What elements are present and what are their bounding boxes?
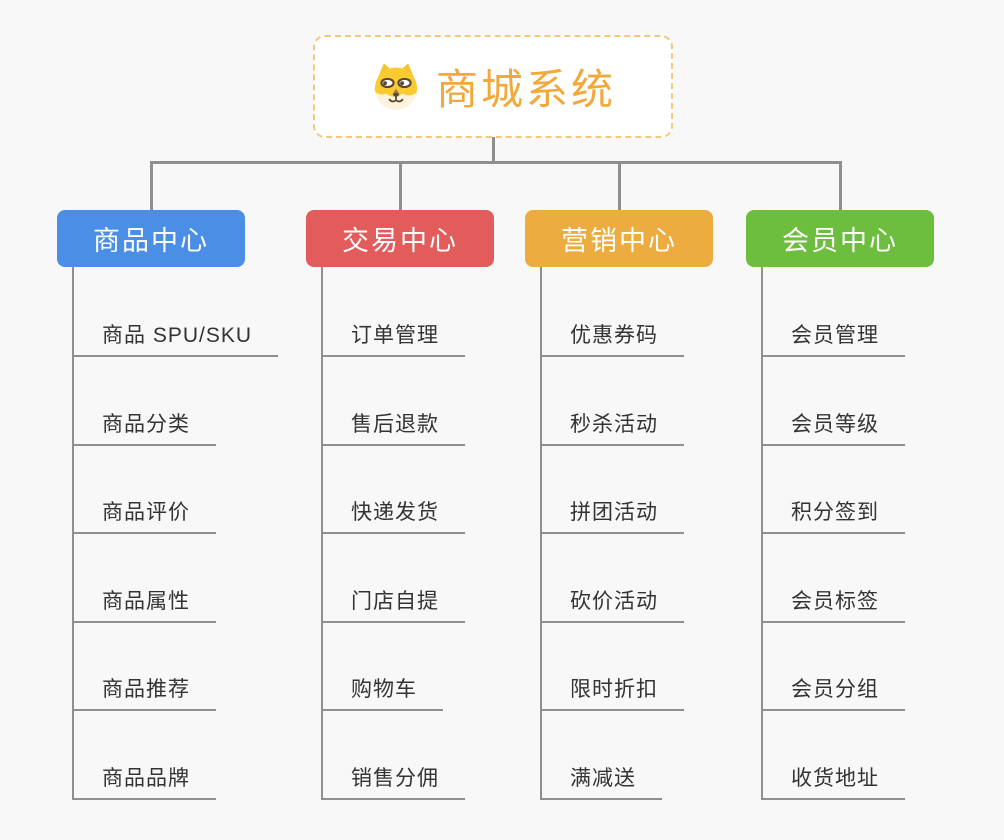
branch-item-trade-3[interactable]: 门店自提 (321, 585, 465, 623)
root-title: 商城系统 (435, 66, 616, 113)
branch-item-product-1[interactable]: 商品分类 (72, 408, 216, 446)
branch-header-product[interactable]: 商品中心 (57, 210, 245, 267)
branch-item-product-0[interactable]: 商品 SPU/SKU (72, 319, 279, 357)
branch-item-member-3[interactable]: 会员标签 (761, 585, 905, 623)
branch-item-member-4[interactable]: 会员分组 (761, 673, 905, 711)
branch-header-trade[interactable]: 交易中心 (306, 210, 494, 267)
branch-item-member-2[interactable]: 积分签到 (761, 496, 905, 534)
branch-item-trade-4[interactable]: 购物车 (321, 673, 443, 711)
connector-drop-product (149, 161, 153, 210)
branch-item-trade-0[interactable]: 订单管理 (321, 319, 465, 357)
branch-item-trade-1[interactable]: 售后退款 (321, 408, 465, 446)
branch-item-marketing-0[interactable]: 优惠券码 (540, 319, 684, 357)
branch-item-product-5[interactable]: 商品品牌 (72, 762, 216, 800)
branch-item-product-4[interactable]: 商品推荐 (72, 673, 216, 711)
branch-item-product-2[interactable]: 商品评价 (72, 496, 216, 534)
branch-item-member-0[interactable]: 会员管理 (761, 319, 905, 357)
branch-item-trade-2[interactable]: 快递发货 (321, 496, 465, 534)
branch-item-member-5[interactable]: 收货地址 (761, 762, 905, 800)
connector-drop-marketing (617, 161, 621, 210)
branch-item-marketing-4[interactable]: 限时折扣 (540, 673, 684, 711)
connector-root-stem (492, 137, 495, 164)
connector-bus (149, 161, 842, 164)
branch-item-trade-5[interactable]: 销售分佣 (321, 762, 465, 800)
branch-header-member[interactable]: 会员中心 (746, 210, 934, 267)
branch-item-marketing-2[interactable]: 拼团活动 (540, 496, 684, 534)
branch-item-marketing-5[interactable]: 满减送 (540, 762, 662, 800)
connector-drop-trade (398, 161, 402, 210)
dog-face-icon (374, 62, 418, 110)
root-node[interactable]: 商城系统 (313, 35, 673, 138)
branch-item-marketing-3[interactable]: 砍价活动 (540, 585, 684, 623)
branch-item-member-1[interactable]: 会员等级 (761, 408, 905, 446)
branch-item-marketing-1[interactable]: 秒杀活动 (540, 408, 684, 446)
branch-item-product-3[interactable]: 商品属性 (72, 585, 216, 623)
branch-header-marketing[interactable]: 营销中心 (525, 210, 713, 267)
connector-drop-member (838, 161, 842, 210)
